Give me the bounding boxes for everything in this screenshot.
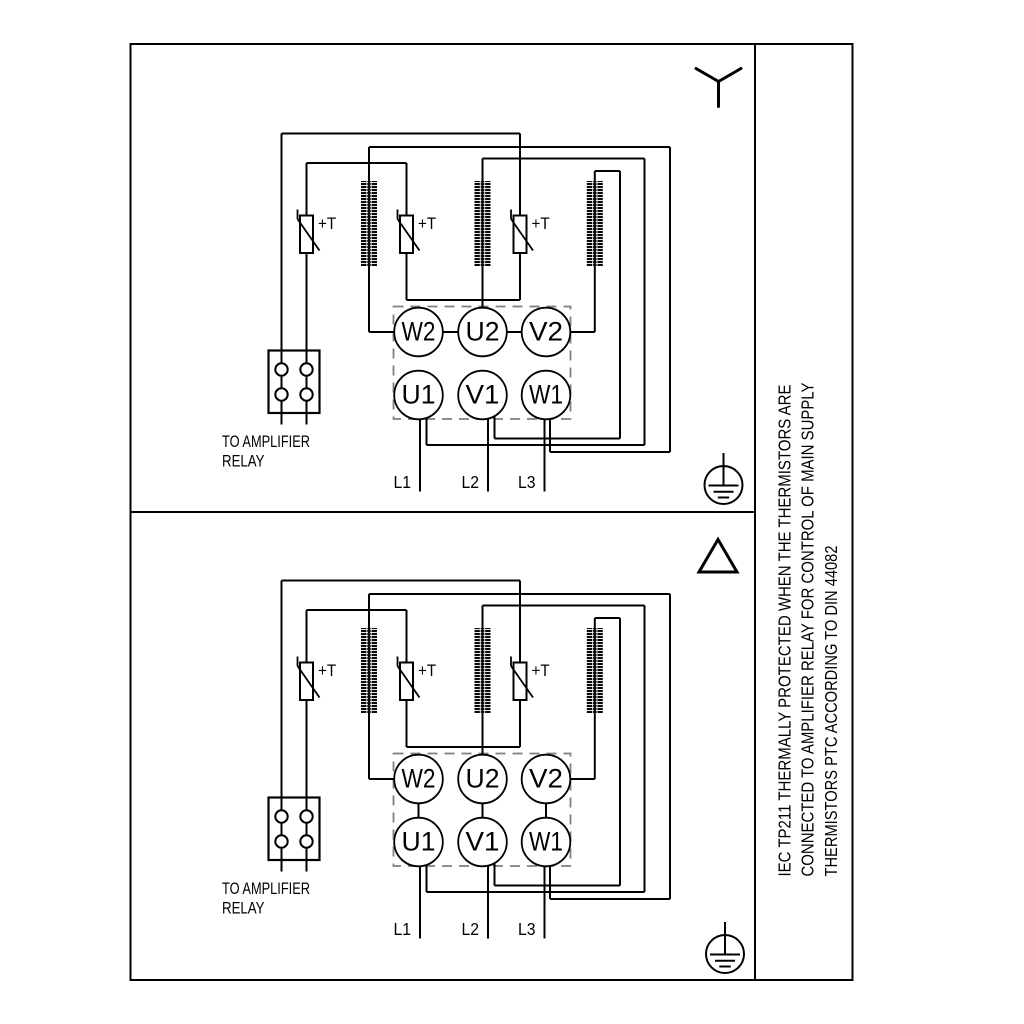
star-relay-caption-line1: TO AMPLIFIER bbox=[222, 432, 310, 451]
star-terminal-u1 bbox=[393, 369, 444, 421]
delta-terminal-v2 bbox=[520, 753, 572, 805]
star-terminal-label-w1: W1 bbox=[529, 380, 563, 410]
star-mains-label-l3: L3 bbox=[518, 472, 536, 492]
delta-thermistor-label-3: +T bbox=[532, 661, 550, 680]
star-earth-ground-icon bbox=[703, 465, 744, 505]
delta-mains-label-l2: L2 bbox=[462, 919, 480, 939]
star-winding-coil-2 bbox=[474, 181, 491, 266]
delta-terminal-u1 bbox=[393, 816, 444, 868]
star-relay-terminal bbox=[274, 387, 289, 402]
delta-winding-coil-2 bbox=[474, 628, 491, 713]
delta-relay-terminal bbox=[299, 834, 314, 849]
star-terminal-label-v1: V1 bbox=[466, 380, 500, 410]
star-thermistor-label-2: +T bbox=[418, 214, 436, 233]
delta-thermistor-3-strike bbox=[510, 665, 534, 699]
delta-symbol-triangle bbox=[696, 536, 740, 574]
star-winding-coil-3 bbox=[586, 181, 603, 266]
delta-terminal-label-w1: W1 bbox=[529, 827, 563, 857]
star-thermistor-3-strike bbox=[510, 218, 534, 252]
delta-relay-terminal bbox=[274, 834, 289, 849]
star-thermistor-2-strike bbox=[396, 218, 421, 252]
star-thermistor-1-strike bbox=[296, 218, 321, 252]
delta-thermistor-3 bbox=[512, 661, 528, 701]
delta-terminal-v1 bbox=[457, 816, 508, 868]
delta-terminal-label-v2: V2 bbox=[529, 764, 563, 794]
star-terminal-v2 bbox=[520, 306, 572, 358]
star-terminal-label-u2: U2 bbox=[466, 317, 500, 347]
delta-thermistor-label-1: +T bbox=[318, 661, 336, 680]
delta-winding-coil-3 bbox=[586, 628, 603, 713]
star-thermistor-1 bbox=[299, 214, 314, 254]
delta-winding-coil-1 bbox=[361, 628, 377, 713]
star-relay-terminal bbox=[299, 387, 314, 402]
delta-thermistor-2-strike bbox=[396, 665, 421, 699]
delta-mains-label-l3: L3 bbox=[518, 919, 536, 939]
delta-relay-connector bbox=[267, 796, 321, 862]
star-terminal-u2 bbox=[457, 306, 508, 358]
star-terminal-label-u1: U1 bbox=[402, 380, 436, 410]
star-mains-label-l2: L2 bbox=[462, 472, 480, 492]
star-terminal-w2 bbox=[393, 306, 444, 358]
star-mains-label-l1: L1 bbox=[394, 472, 412, 492]
delta-terminal-w1 bbox=[520, 816, 572, 868]
delta-thermistor-1-strike bbox=[296, 665, 321, 699]
star-terminal-label-v2: V2 bbox=[529, 317, 563, 347]
delta-relay-caption-line2: RELAY bbox=[222, 899, 265, 918]
delta-thermistor-1 bbox=[299, 661, 314, 701]
delta-terminal-label-v1: V1 bbox=[466, 827, 500, 857]
delta-terminal-label-u2: U2 bbox=[466, 764, 500, 794]
star-relay-caption-line2: RELAY bbox=[222, 452, 265, 471]
note-line-3: THERMISTORS PTC ACCORDING TO DIN 44082 bbox=[821, 546, 841, 877]
delta-terminal-label-w2: W2 bbox=[402, 764, 436, 794]
delta-connection-icon bbox=[696, 536, 740, 574]
star-thermistor-label-3: +T bbox=[532, 214, 550, 233]
star-relay-terminal bbox=[299, 362, 314, 377]
star-relay-terminal bbox=[274, 362, 289, 377]
note-line-2: CONNECTED TO AMPLIFIER RELAY FOR CONTROL… bbox=[798, 382, 818, 876]
note-line-1: IEC TP211 THERMALLY PROTECTED WHEN THE T… bbox=[775, 385, 795, 877]
star-connection-icon bbox=[694, 67, 743, 108]
star-winding-coil-1 bbox=[361, 181, 377, 266]
outer-border bbox=[129, 43, 854, 981]
delta-relay-terminal bbox=[299, 809, 314, 824]
delta-terminal-w2 bbox=[393, 753, 444, 805]
delta-terminal-label-u1: U1 bbox=[402, 827, 436, 857]
star-symbol-strokes bbox=[694, 67, 743, 108]
star-terminal-w1 bbox=[520, 369, 572, 421]
star-thermistor-label-1: +T bbox=[318, 214, 336, 233]
star-terminal-label-w2: W2 bbox=[402, 317, 436, 347]
star-thermistor-3 bbox=[512, 214, 528, 254]
star-terminal-v1 bbox=[457, 369, 508, 421]
star-relay-connector bbox=[267, 349, 321, 415]
delta-mains-label-l1: L1 bbox=[394, 919, 412, 939]
delta-terminal-u2 bbox=[457, 753, 508, 805]
delta-thermistor-2 bbox=[399, 661, 414, 701]
delta-relay-caption-line1: TO AMPLIFIER bbox=[222, 879, 310, 898]
delta-thermistor-label-2: +T bbox=[418, 661, 436, 680]
star-thermistor-2 bbox=[399, 214, 414, 254]
delta-earth-ground-icon bbox=[705, 934, 745, 974]
delta-relay-terminal bbox=[274, 809, 289, 824]
